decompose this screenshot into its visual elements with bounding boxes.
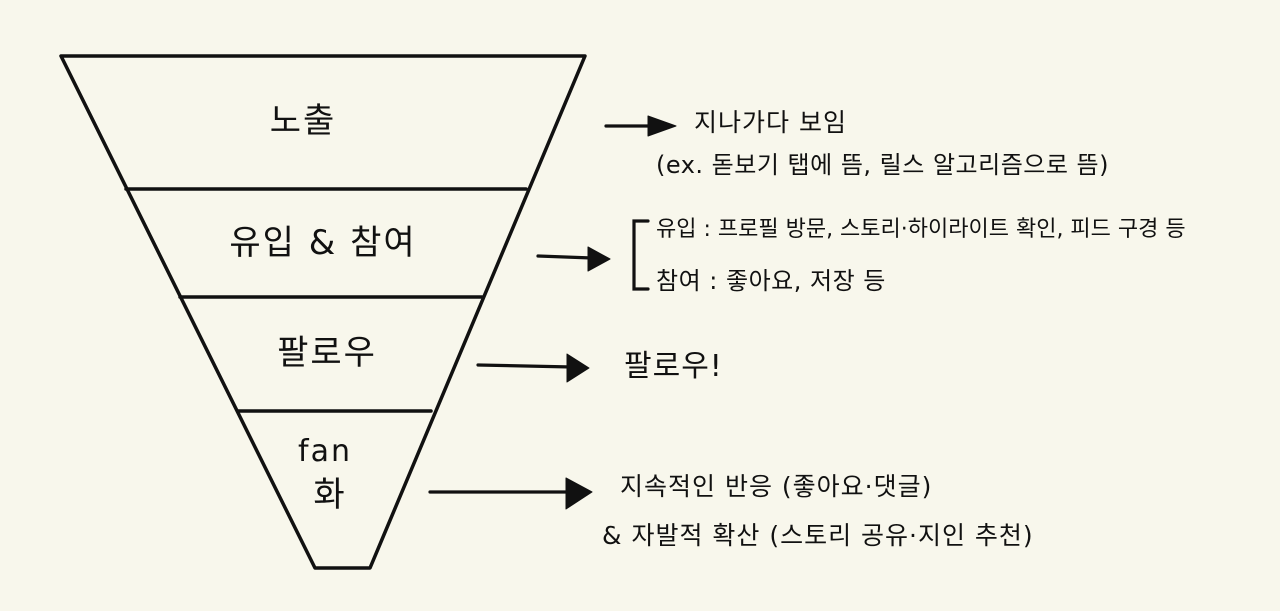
note-exposure-line2: (ex. 돋보기 탭에 뜸, 릴스 알고리즘으로 뜸) xyxy=(656,151,1110,179)
stage-label-exposure: 노출 xyxy=(269,101,337,141)
stage-label-follow: 팔로우 xyxy=(277,333,377,373)
arrow-inflow xyxy=(536,246,611,272)
note-follow: 팔로우! xyxy=(624,349,723,384)
stage-label-fan-line2: 화 xyxy=(313,475,347,515)
note-engagement-line2: 참여 : 좋아요, 저장 등 xyxy=(656,267,886,295)
funnel-outline xyxy=(59,54,587,570)
note-inflow-line1: 유입 : 프로필 방문, 스토리·하이라이트 확인, 피드 구경 등 xyxy=(656,217,1186,242)
stage-label-inflow-engagement: 유입 & 참여 xyxy=(229,223,417,263)
arrow-exposure xyxy=(604,115,677,137)
arrow-follow xyxy=(476,353,590,383)
inflow-bracket xyxy=(632,219,650,291)
note-fan-line2: & 자발적 확산 (스토리 공유·지인 추천) xyxy=(602,521,1034,550)
note-fan-line1: 지속적인 반응 (좋아요·댓글) xyxy=(620,472,933,501)
arrow-fan xyxy=(428,477,593,510)
stage-label-fan-line1: fan xyxy=(298,434,352,469)
note-exposure-line1: 지나가다 보임 xyxy=(694,108,847,137)
